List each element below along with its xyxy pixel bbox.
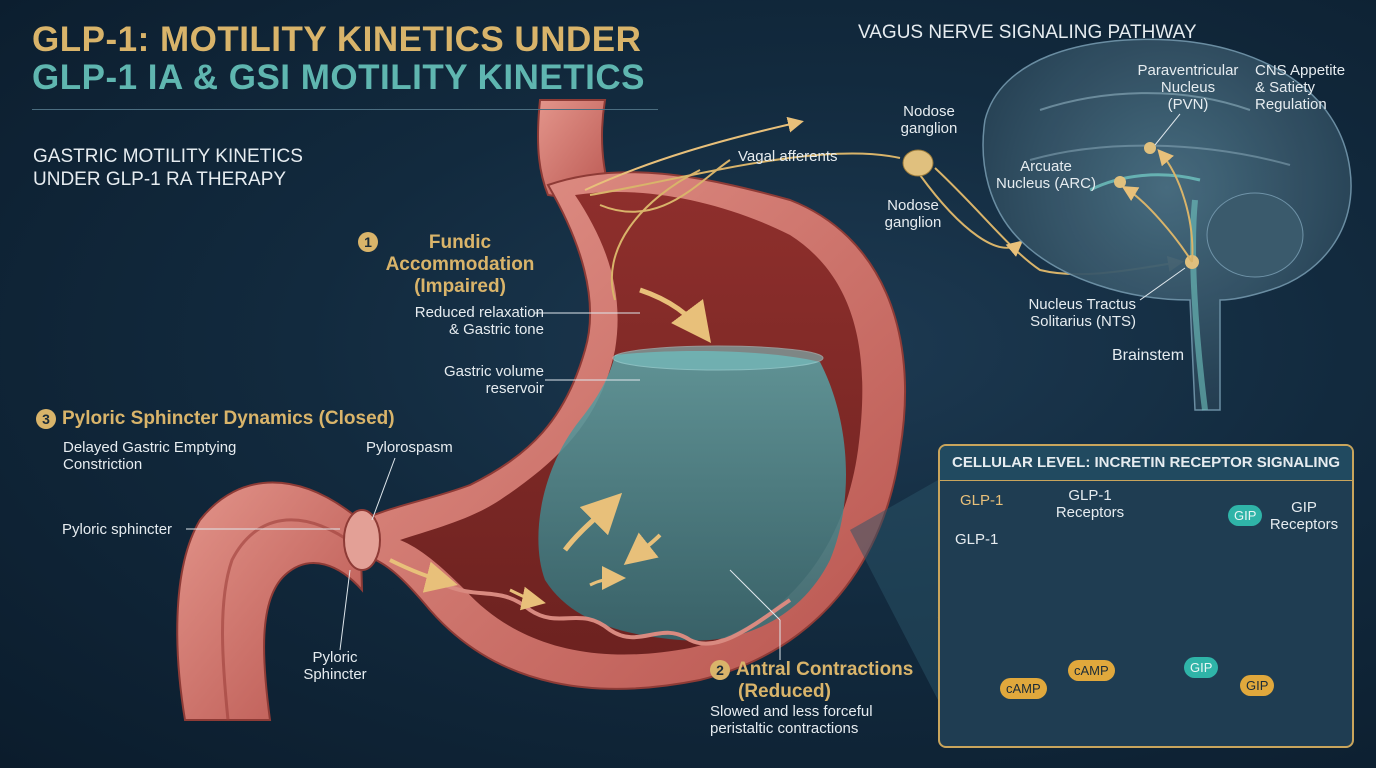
cellular-panel: CELLULAR LEVEL: INCRETIN RECEPTOR SIGNAL… — [938, 444, 1354, 748]
pyloric-sphincter-2-line2: Sphincter — [303, 666, 367, 683]
cerebellum-shape — [1206, 192, 1304, 278]
nodose2-line1: Nodose — [887, 197, 939, 214]
arc-label: Arcuate Nucleus (ARC) — [990, 158, 1102, 192]
gastric-volume-label: Gastric volume reservoir — [400, 363, 544, 397]
pvn-label: Paraventricular Nucleus (PVN) — [1128, 62, 1248, 113]
gip-ligand-pill: GIP — [1228, 505, 1263, 526]
gastric-volume-line1: Gastric volume — [443, 363, 544, 380]
nts-label: Nucleus Tractus Solitarius (NTS) — [1000, 296, 1136, 330]
main-title-line1: GLP-1: MOTILITY KINETICS UNDER — [32, 20, 642, 59]
nodose1-line1: Nodose — [903, 103, 955, 120]
vagus-title: VAGUS NERVE SIGNALING PATHWAY — [858, 22, 1197, 43]
main-title-line2: GLP-1 IA & GSI MOTILITY KINETICS — [32, 58, 645, 97]
nodose2-line2: ganglion — [884, 214, 942, 231]
fundic-title: Fundic Accommodation (Impaired) — [380, 232, 540, 298]
nodose-ganglion-label-1: Nodose ganglion — [890, 103, 968, 137]
gip-receptors-label: GIP Receptors — [1264, 499, 1344, 533]
fundic-note-line1: Reduced relaxation — [414, 304, 544, 321]
duodenum — [176, 481, 364, 721]
fundic-note: Reduced relaxation & Gastric tone — [380, 304, 544, 338]
gastric-volume-line2: reservoir — [485, 380, 544, 397]
glp1-receptors-line2: Receptors — [1055, 504, 1125, 521]
step-badge-1: 1 — [358, 232, 378, 252]
pvn-line3: (PVN) — [1167, 96, 1209, 113]
cns-label: CNS Appetite & Satiety Regulation — [1255, 62, 1345, 113]
nts-line2: Solitarius (NTS) — [1030, 313, 1136, 330]
arc-line2: Nucleus (ARC) — [995, 175, 1097, 192]
pyloric-sphincter-2-line1: Pyloric — [312, 649, 358, 666]
cns-line3: Regulation — [1255, 96, 1327, 113]
pvn-line2: Nucleus — [1160, 79, 1216, 96]
antral-heading: 2 Antral Contractions — [710, 659, 913, 681]
gip-pill-2: GIP — [1240, 675, 1275, 696]
brainstem-label: Brainstem — [1112, 347, 1185, 364]
cns-line2: & Satiety — [1255, 79, 1316, 96]
camp-pill-1: cAMP — [1000, 678, 1047, 699]
nts-line1: Nucleus Tractus — [1028, 296, 1136, 313]
glp1-receptors-label: GLP-1 Receptors — [1050, 487, 1130, 521]
pyloric-note: Delayed Gastric Emptying Constriction — [63, 439, 236, 473]
glp1-ligand-label: GLP-1 — [960, 492, 1004, 509]
pyloric-sphincter-label-2: Pyloric Sphincter — [290, 649, 380, 683]
antral-heading-line2: (Reduced) — [738, 681, 831, 702]
nodose-ganglion-shape — [902, 149, 934, 177]
pyloric-note-line1: Delayed Gastric Emptying — [63, 439, 237, 456]
pvn-line1: Paraventricular — [1137, 62, 1239, 79]
camp-pill-2: cAMP — [1068, 660, 1115, 681]
pyloric-sphincter-shape — [343, 509, 381, 571]
glp1-receptors-line1: GLP-1 — [1068, 487, 1112, 504]
pyloric-heading-text: Pyloric Sphincter Dynamics (Closed) — [62, 408, 395, 429]
cellular-panel-title: CELLULAR LEVEL: INCRETIN RECEPTOR SIGNAL… — [952, 454, 1341, 471]
pyloric-heading: 3 Pyloric Sphincter Dynamics (Closed) — [36, 408, 395, 430]
pylorospasm-label: Pylorospasm — [366, 439, 453, 456]
antral-note: Slowed and less forceful peristaltic con… — [710, 703, 873, 737]
fundic-heading: 1 — [358, 232, 384, 252]
cns-line1: CNS Appetite — [1255, 62, 1346, 79]
pyloric-sphincter-label: Pyloric sphincter — [62, 521, 173, 538]
step-badge-3: 3 — [36, 408, 56, 429]
arc-line1: Arcuate — [1020, 158, 1072, 175]
step-badge-2: 2 — [710, 659, 730, 680]
gip-receptors-line2: Receptors — [1269, 516, 1339, 533]
antral-note-line1: Slowed and less forceful — [710, 703, 873, 720]
subtitle: GASTRIC MOTILITY KINETICS UNDER GLP-1 RA… — [33, 145, 303, 191]
cellular-panel-header: CELLULAR LEVEL: INCRETIN RECEPTOR SIGNAL… — [940, 446, 1352, 481]
gip-pill-1: GIP — [1184, 657, 1219, 678]
antral-heading-line1: Antral Contractions — [736, 659, 914, 680]
title-divider — [32, 109, 658, 110]
fundic-title-line2: Accommodation — [385, 254, 535, 275]
subtitle-line2: UNDER GLP-1 RA THERAPY — [33, 169, 287, 190]
nodose-ganglion-label-2: Nodose ganglion — [874, 197, 952, 231]
antral-note-line2: peristaltic contractions — [710, 720, 859, 737]
fundic-title-line3: (Impaired) — [414, 276, 506, 297]
subtitle-line1: GASTRIC MOTILITY KINETICS — [33, 146, 303, 167]
pyloric-note-line2: Constriction — [63, 456, 143, 473]
fundic-note-line2: & Gastric tone — [448, 321, 544, 338]
nodose1-line2: ganglion — [900, 120, 958, 137]
brain-shape — [982, 38, 1352, 411]
fundic-title-line1: Fundic — [428, 232, 492, 253]
gip-receptors-line1: GIP — [1291, 499, 1317, 516]
vagal-afferents-label: Vagal afferents — [738, 148, 838, 165]
glp1-bound-label: GLP-1 — [955, 531, 999, 548]
